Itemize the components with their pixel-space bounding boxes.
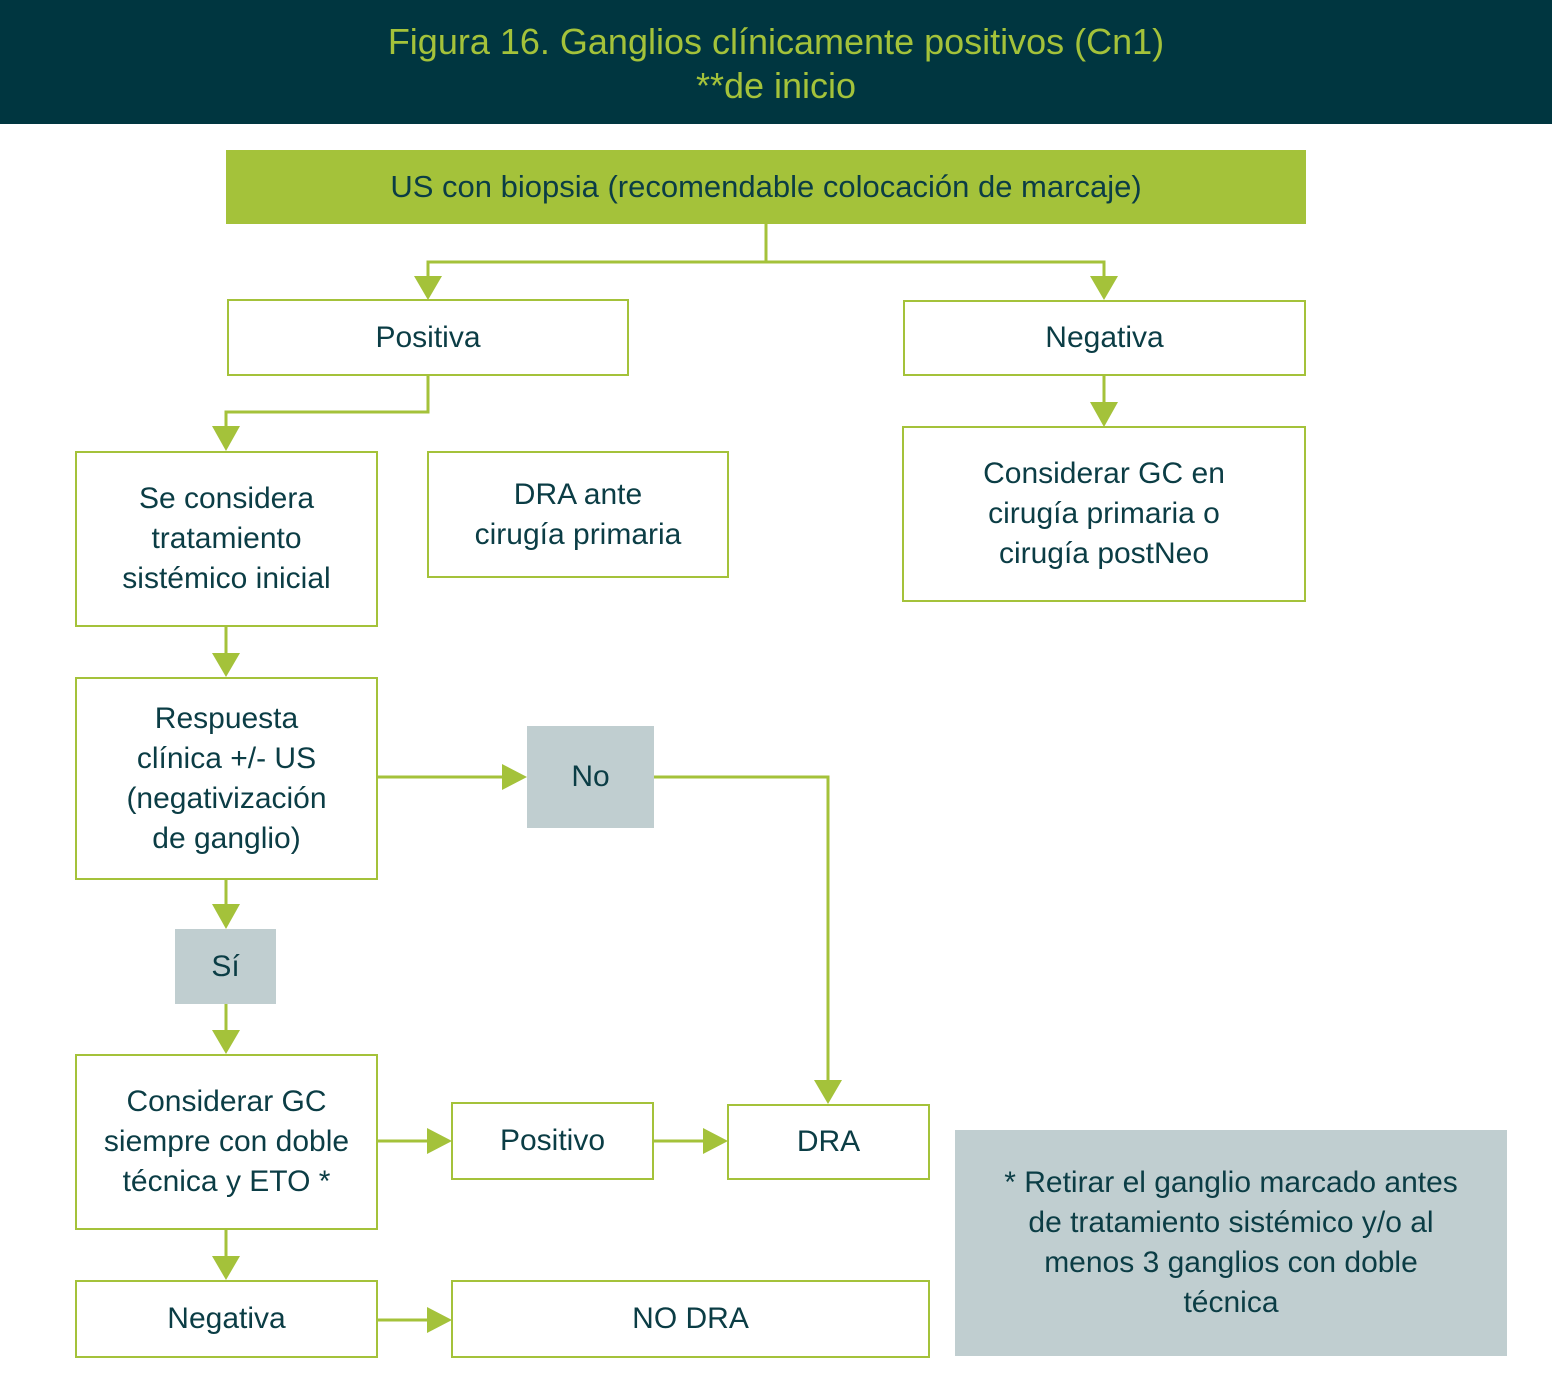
node-si: Sí <box>175 929 276 1004</box>
node-considerar-gc-en: Considerar GC en cirugía primaria o ciru… <box>902 426 1306 602</box>
node-positivo: Positivo <box>451 1102 654 1180</box>
node-no-dra: NO DRA <box>451 1280 930 1358</box>
figure-subtitle: **de inicio <box>695 65 857 106</box>
arrowhead <box>212 904 240 929</box>
node-no: No <box>527 726 654 828</box>
figure-title: Figura 16. Ganglios clínicamente positiv… <box>387 21 1165 62</box>
arrowhead <box>212 653 240 677</box>
arrowhead <box>502 764 527 790</box>
arrow-no-to-dra <box>654 775 830 1082</box>
node-considerar-gc-siempre: Considerar GC siempre con doble técnica … <box>75 1054 378 1230</box>
arrowhead <box>427 1307 452 1333</box>
node-positiva: Positiva <box>227 299 629 376</box>
node-negativa-top: Negativa <box>903 300 1306 376</box>
arrowhead <box>427 1128 452 1154</box>
arrowhead <box>703 1128 728 1154</box>
arrowhead <box>212 1256 240 1280</box>
arrow-root-to-split <box>426 224 768 276</box>
arrowhead <box>1090 402 1118 427</box>
arrow-positiva-to-tratamiento <box>224 376 430 428</box>
node-negativa-bottom: Negativa <box>75 1280 378 1358</box>
arrowhead <box>814 1080 842 1104</box>
figure-header: Figura 16. Ganglios clínicamente positiv… <box>0 0 1552 124</box>
arrowhead <box>212 1030 240 1054</box>
arrowhead <box>212 426 240 451</box>
node-respuesta-clinica: Respuesta clínica +/- US (negativización… <box>75 677 378 880</box>
arrowhead <box>414 276 442 300</box>
node-tratamiento-sistemico: Se considera tratamiento sistémico inici… <box>75 451 378 627</box>
node-dra-ante-cirugia: DRA ante cirugía primaria <box>427 451 729 578</box>
arrowhead <box>1090 276 1118 300</box>
node-dra: DRA <box>727 1104 930 1180</box>
footnote-box: * Retirar el ganglio marcado antes de tr… <box>955 1130 1507 1356</box>
node-us-biopsia: US con biopsia (recomendable colocación … <box>226 150 1306 224</box>
arrow-root-to-negativa <box>766 260 1106 278</box>
